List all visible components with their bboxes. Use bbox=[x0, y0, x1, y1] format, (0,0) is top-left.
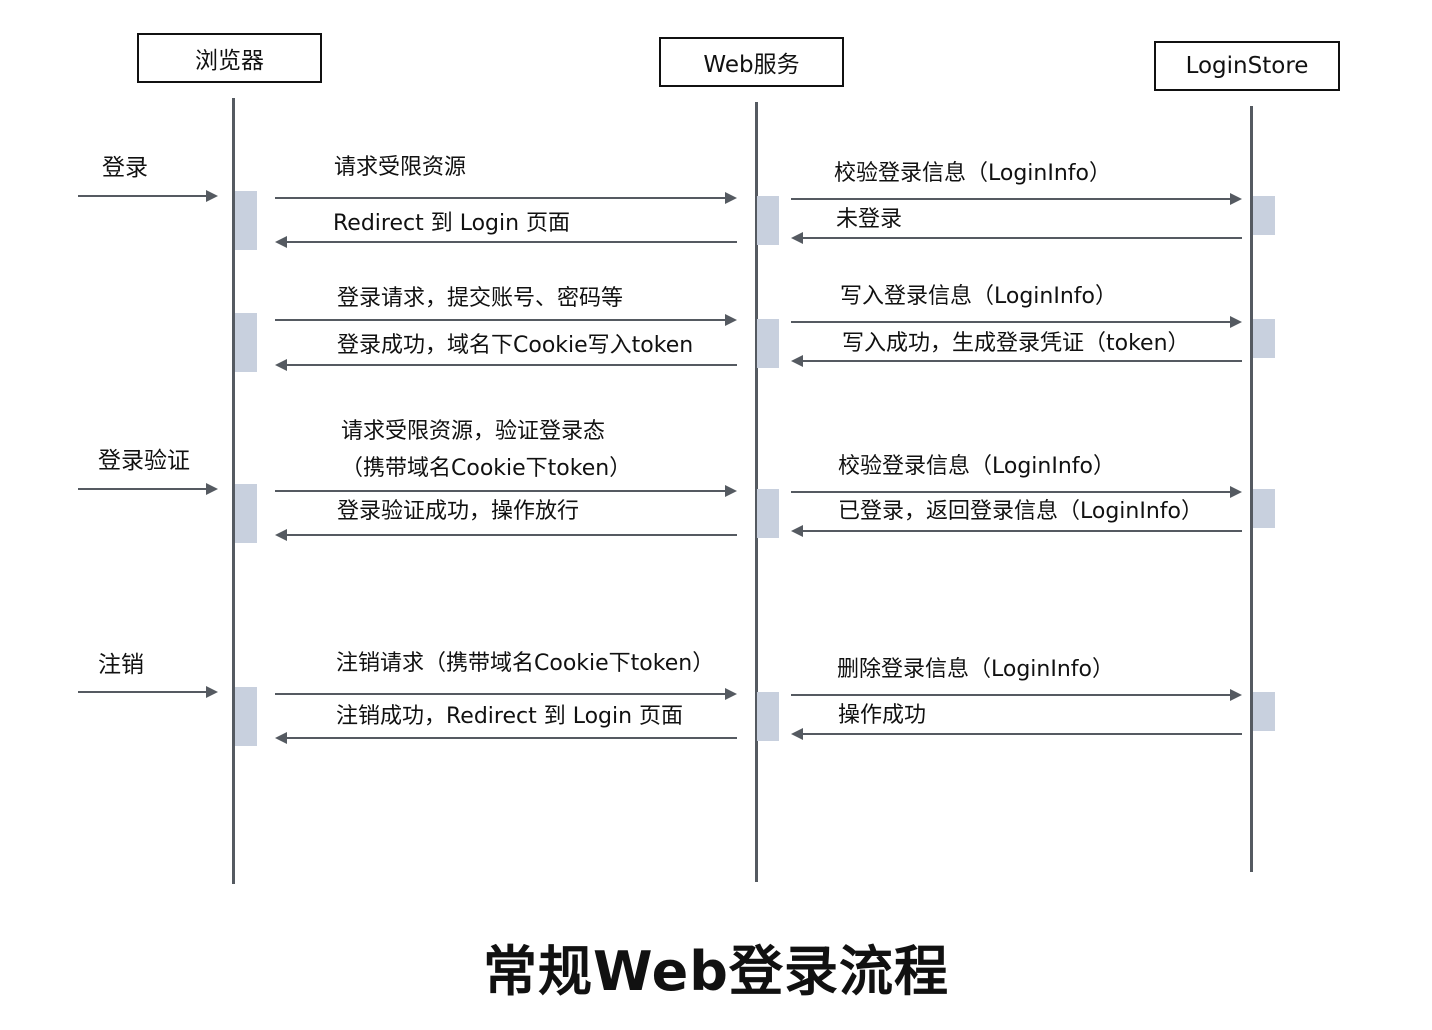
msg-logout-request: 注销请求（携带域名Cookie下token） bbox=[336, 651, 715, 676]
activation-browser-3 bbox=[235, 484, 257, 543]
participant-web-service-label: Web服务 bbox=[703, 52, 800, 78]
arrow-write-login-info bbox=[791, 316, 1242, 328]
participant-login-store-label: LoginStore bbox=[1185, 53, 1309, 79]
participant-web-service: Web服务 bbox=[659, 37, 844, 87]
msg-already-logged-in: 已登录，返回登录信息（LoginInfo） bbox=[838, 499, 1203, 524]
msg-delete-login-info: 删除登录信息（LoginInfo） bbox=[837, 657, 1114, 682]
activation-store-1 bbox=[1253, 196, 1275, 235]
msg-not-logged-in: 未登录 bbox=[836, 207, 903, 232]
activation-web-2 bbox=[757, 319, 779, 368]
stage-label-logout: 注销 bbox=[98, 652, 144, 678]
activation-web-4 bbox=[757, 692, 779, 741]
msg-request-resource: 请求受限资源 bbox=[334, 155, 467, 180]
msg-check-login-info-2: 校验登录信息（LoginInfo） bbox=[838, 454, 1115, 479]
arrow-operation-success bbox=[791, 728, 1242, 740]
arrow-not-logged-in bbox=[791, 232, 1242, 244]
msg-write-success: 写入成功，生成登录凭证（token） bbox=[842, 331, 1190, 356]
activation-web-1 bbox=[757, 196, 779, 245]
msg-verify-request-line2: （携带域名Cookie下token） bbox=[341, 456, 632, 481]
arrow-delete-login-info bbox=[791, 689, 1242, 701]
arrow-check-login-info-2 bbox=[791, 486, 1242, 498]
arrow-redirect-login bbox=[275, 236, 737, 248]
arrow-request-resource bbox=[275, 192, 737, 204]
arrow-login-success bbox=[275, 359, 737, 371]
activation-browser-4 bbox=[235, 687, 257, 746]
arrow-verify-request bbox=[275, 485, 737, 497]
diagram-title: 常规Web登录流程 bbox=[483, 940, 949, 1003]
participant-browser: 浏览器 bbox=[137, 33, 322, 83]
msg-verify-request-line1: 请求受限资源，验证登录态 bbox=[341, 419, 606, 444]
lifeline-web-service bbox=[755, 102, 758, 882]
stage-arrow-login bbox=[78, 190, 218, 202]
arrow-logout-success bbox=[275, 732, 737, 744]
activation-browser-1 bbox=[235, 191, 257, 250]
arrow-login-request bbox=[275, 314, 737, 326]
activation-browser-2 bbox=[235, 313, 257, 372]
msg-check-login-info-1: 校验登录信息（LoginInfo） bbox=[834, 161, 1111, 186]
msg-login-request: 登录请求，提交账号、密码等 bbox=[337, 286, 624, 311]
lifeline-browser bbox=[232, 98, 235, 884]
msg-write-login-info: 写入登录信息（LoginInfo） bbox=[840, 284, 1117, 309]
stage-label-login: 登录 bbox=[102, 155, 148, 181]
arrow-check-login-info-1 bbox=[791, 193, 1242, 205]
arrow-write-success bbox=[791, 355, 1242, 367]
msg-logout-success: 注销成功，Redirect 到 Login 页面 bbox=[336, 704, 684, 729]
msg-login-success: 登录成功，域名下Cookie写入token bbox=[337, 333, 694, 358]
stage-label-verify: 登录验证 bbox=[98, 448, 190, 474]
activation-store-4 bbox=[1253, 692, 1275, 731]
arrow-logout-request bbox=[275, 688, 737, 700]
msg-redirect-login: Redirect 到 Login 页面 bbox=[333, 211, 571, 236]
stage-arrow-verify bbox=[78, 483, 218, 495]
stage-arrow-logout bbox=[78, 686, 218, 698]
participant-browser-label: 浏览器 bbox=[195, 48, 264, 74]
arrow-verify-success bbox=[275, 529, 737, 541]
arrow-already-logged-in bbox=[791, 525, 1242, 537]
lifeline-login-store bbox=[1250, 106, 1253, 872]
activation-store-3 bbox=[1253, 489, 1275, 528]
msg-operation-success: 操作成功 bbox=[838, 703, 927, 728]
activation-store-2 bbox=[1253, 319, 1275, 358]
msg-verify-success: 登录验证成功，操作放行 bbox=[337, 499, 580, 524]
activation-web-3 bbox=[757, 489, 779, 538]
participant-login-store: LoginStore bbox=[1154, 41, 1340, 91]
